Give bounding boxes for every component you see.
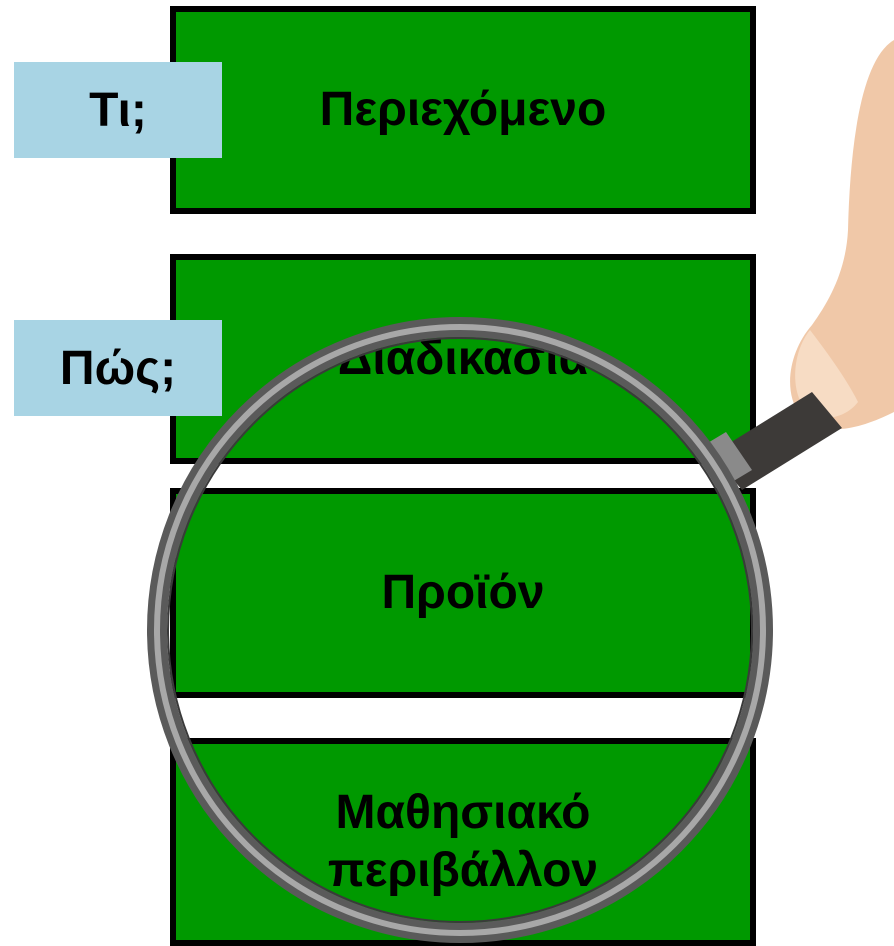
what-label-text: Τι; [89, 83, 147, 137]
hand-icon [790, 40, 894, 430]
how-label-text: Πώς; [59, 341, 177, 395]
content-box: Περιεχόμενο [170, 6, 756, 214]
content-box-label: Περιεχόμενο [319, 83, 607, 137]
process-box: Διαδικασία [170, 254, 756, 464]
what-label: Τι; [14, 62, 222, 158]
learning-environment-box: Μαθησιακό περιβάλλον [170, 738, 756, 946]
product-box: Προϊόν [170, 488, 756, 698]
product-box-label: Προϊόν [381, 566, 545, 620]
how-label: Πώς; [14, 320, 222, 416]
process-box-label: Διαδικασία [337, 332, 589, 386]
learning-environment-box-label: Μαθησιακό περιβάλλον [327, 786, 599, 897]
